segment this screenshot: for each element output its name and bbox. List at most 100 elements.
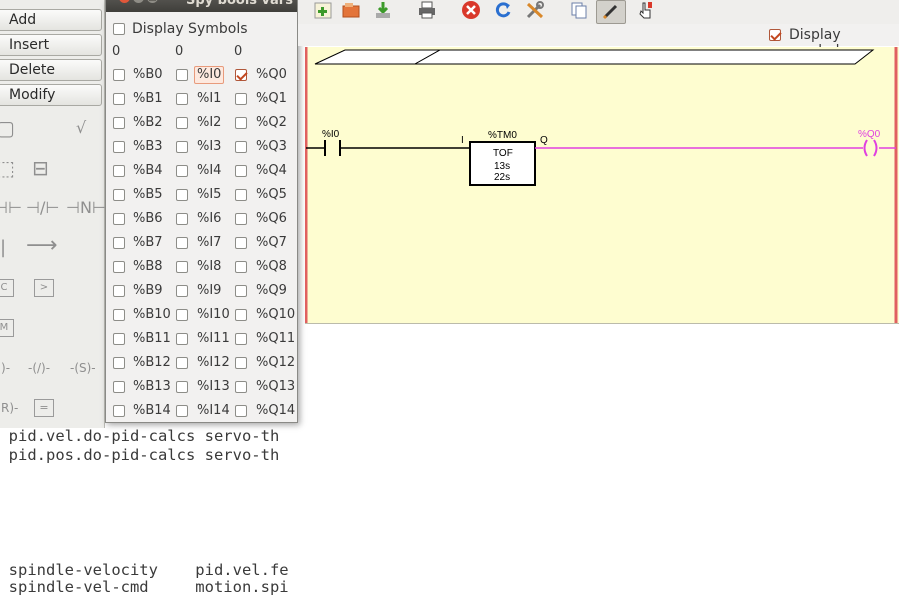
coil-set-icon[interactable]: -(S)- bbox=[70, 361, 96, 375]
vertical-wire-icon[interactable]: | bbox=[0, 237, 7, 258]
var-q-checkbox[interactable] bbox=[235, 237, 247, 249]
var-i-checkbox[interactable] bbox=[176, 213, 188, 225]
contact-open-icon[interactable]: ⊣⊢ bbox=[0, 198, 22, 217]
ladder-diagram[interactable]: %I0 %TM0 I Q TOF 13s 22s %Q0 bbox=[305, 47, 899, 323]
var-b-checkbox[interactable] bbox=[113, 333, 125, 345]
var-i-checkbox[interactable] bbox=[176, 309, 188, 321]
var-i-checkbox[interactable] bbox=[176, 357, 188, 369]
save-icon[interactable] bbox=[372, 0, 394, 20]
var-b-label: %B9 bbox=[133, 283, 163, 298]
select-tool-icon[interactable]: ⬚ bbox=[0, 156, 15, 180]
config-icon[interactable] bbox=[524, 0, 546, 20]
var-i-checkbox[interactable] bbox=[176, 405, 188, 417]
edit-icon[interactable] bbox=[596, 0, 626, 24]
var-q-checkbox[interactable] bbox=[235, 189, 247, 201]
contact-edge-icon[interactable]: ⊣N⊢ bbox=[66, 198, 106, 217]
var-b-checkbox[interactable] bbox=[113, 117, 125, 129]
var-q-checkbox[interactable] bbox=[235, 285, 247, 297]
var-i-checkbox[interactable] bbox=[176, 237, 188, 249]
var-b-label: %B2 bbox=[133, 115, 163, 130]
new-rung-icon[interactable] bbox=[312, 0, 334, 20]
close-icon[interactable]: ✕ bbox=[119, 0, 130, 3]
var-q-checkbox[interactable] bbox=[235, 141, 247, 153]
var-i-checkbox[interactable] bbox=[176, 261, 188, 273]
eraser-tool-icon[interactable]: √ bbox=[76, 118, 87, 137]
var-i-checkbox[interactable] bbox=[176, 141, 188, 153]
contact-closed-icon[interactable]: ⊣/⊢ bbox=[26, 198, 60, 217]
var-q-checkbox[interactable] bbox=[235, 261, 247, 273]
compare-block-icon[interactable]: C bbox=[0, 279, 14, 297]
coil-icon[interactable]: -()- bbox=[0, 361, 11, 375]
var-b-checkbox[interactable] bbox=[113, 237, 125, 249]
timer-output-label: Q bbox=[540, 135, 548, 146]
var-i-checkbox[interactable] bbox=[176, 333, 188, 345]
var-i-checkbox[interactable] bbox=[176, 381, 188, 393]
var-b-checkbox[interactable] bbox=[113, 309, 125, 321]
section-tab-right[interactable] bbox=[413, 49, 875, 65]
timer-block[interactable] bbox=[469, 141, 536, 186]
minimize-icon[interactable]: – bbox=[133, 0, 144, 3]
window-titlebar[interactable]: ✕ – □ Spy bools vars bbox=[106, 0, 297, 12]
operate-block-icon[interactable]: = bbox=[34, 399, 54, 417]
insert-button[interactable]: Insert bbox=[0, 34, 102, 56]
var-q-checkbox[interactable] bbox=[235, 93, 247, 105]
var-q-checkbox[interactable] bbox=[235, 405, 247, 417]
var-b-checkbox[interactable] bbox=[113, 69, 125, 81]
delete-button[interactable]: Delete bbox=[0, 59, 102, 81]
var-q-checkbox[interactable] bbox=[235, 309, 247, 321]
var-b-checkbox[interactable] bbox=[113, 261, 125, 273]
var-i-label: %I4 bbox=[197, 163, 222, 178]
var-b-checkbox[interactable] bbox=[113, 165, 125, 177]
reset-icon[interactable] bbox=[492, 0, 514, 20]
var-q-label: %Q6 bbox=[256, 211, 287, 226]
maximize-icon[interactable]: □ bbox=[147, 0, 158, 3]
var-i-label: %I1 bbox=[197, 91, 222, 106]
var-q-label: %Q9 bbox=[256, 283, 287, 298]
copy-icon[interactable] bbox=[568, 0, 590, 20]
horizontal-wire-icon[interactable]: ⟶ bbox=[26, 233, 58, 258]
coil-reset-icon[interactable]: -(R)- bbox=[0, 401, 19, 415]
var-i-checkbox[interactable] bbox=[176, 189, 188, 201]
var-b-checkbox[interactable] bbox=[113, 93, 125, 105]
var-i-checkbox[interactable] bbox=[176, 93, 188, 105]
offset-b-field[interactable]: 0 bbox=[112, 44, 121, 59]
var-i-checkbox[interactable] bbox=[176, 285, 188, 297]
pointer-icon[interactable] bbox=[634, 0, 656, 20]
display-symbols-main-checkbox[interactable] bbox=[769, 29, 781, 41]
var-b-checkbox[interactable] bbox=[113, 189, 125, 201]
offset-i-field[interactable]: 0 bbox=[175, 44, 184, 59]
var-b-checkbox[interactable] bbox=[113, 285, 125, 297]
greater-block-icon[interactable]: > bbox=[34, 279, 54, 297]
modify-button[interactable]: Modify bbox=[0, 84, 102, 106]
print-icon[interactable] bbox=[416, 0, 438, 20]
coil-negated-icon[interactable]: -(/)- bbox=[28, 361, 51, 375]
offset-q-field[interactable]: 0 bbox=[234, 44, 243, 59]
var-b-checkbox[interactable] bbox=[113, 381, 125, 393]
var-i-checkbox[interactable] bbox=[176, 117, 188, 129]
var-q-checkbox[interactable] bbox=[235, 333, 247, 345]
ladder-rung-area[interactable]: %I0 %TM0 I Q TOF 13s 22s %Q0 bbox=[305, 47, 899, 324]
open-icon[interactable] bbox=[340, 0, 362, 20]
var-b-checkbox[interactable] bbox=[113, 357, 125, 369]
block-tool-icon[interactable]: ⊟ bbox=[32, 156, 49, 180]
var-i-checkbox[interactable] bbox=[176, 69, 188, 81]
var-q-checkbox[interactable] bbox=[235, 213, 247, 225]
var-b-checkbox[interactable] bbox=[113, 141, 125, 153]
var-b-checkbox[interactable] bbox=[113, 213, 125, 225]
var-i-checkbox[interactable] bbox=[176, 165, 188, 177]
var-b-label: %B14 bbox=[133, 403, 171, 418]
var-b-label: %B12 bbox=[133, 355, 171, 370]
add-button[interactable]: Add bbox=[0, 9, 102, 31]
var-q-checkbox[interactable] bbox=[235, 357, 247, 369]
var-b-checkbox[interactable] bbox=[113, 405, 125, 417]
display-symbols-checkbox[interactable] bbox=[113, 23, 125, 35]
var-q-checkbox[interactable] bbox=[235, 165, 247, 177]
coil-q0-right bbox=[873, 139, 878, 157]
pointer-tool-icon[interactable]: ▢ bbox=[0, 116, 15, 140]
var-q-checkbox[interactable] bbox=[235, 117, 247, 129]
stop-icon[interactable] bbox=[460, 0, 482, 20]
var-q-checkbox[interactable] bbox=[235, 69, 247, 81]
var-q-checkbox[interactable] bbox=[235, 381, 247, 393]
var-b-label: %B10 bbox=[133, 307, 171, 322]
monostable-block-icon[interactable]: M bbox=[0, 319, 14, 337]
